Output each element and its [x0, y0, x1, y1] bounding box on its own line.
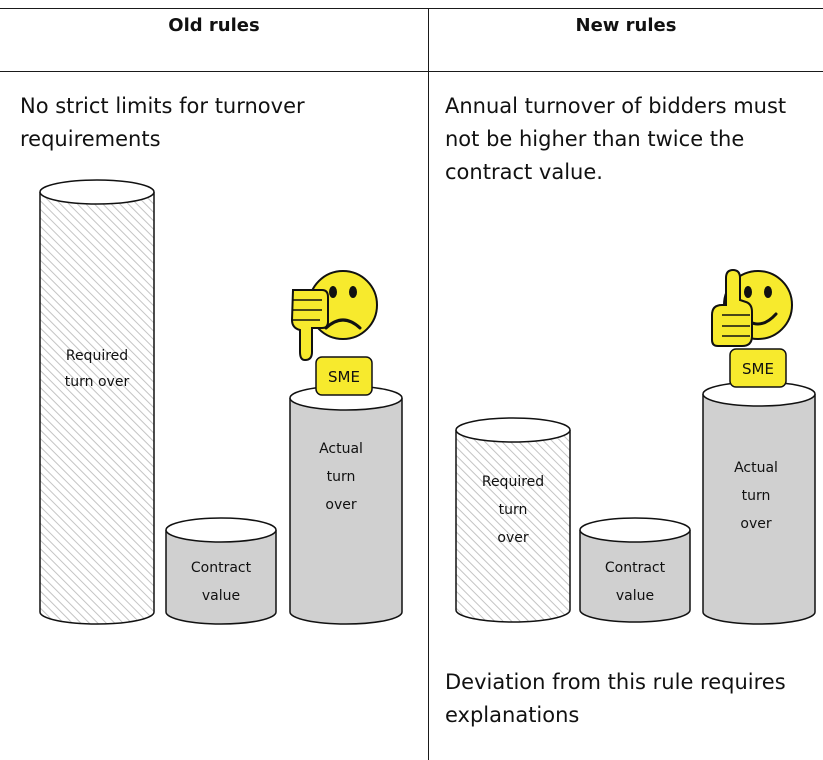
left-sme-badge: SME: [315, 356, 373, 396]
new-rules-footer: Deviation from this rule requires explan…: [445, 670, 786, 727]
right-actual-cylinder: Actual turn over: [702, 381, 816, 625]
left-actual-label-3: over: [325, 497, 356, 513]
right-contract-label-2: value: [616, 588, 654, 604]
right-required-label-2: turn: [499, 502, 528, 518]
right-required-label-3: over: [497, 530, 528, 546]
right-sme-label: SME: [742, 360, 774, 378]
left-sme-label: SME: [328, 368, 360, 386]
left-contract-label-1: Contract: [191, 560, 252, 576]
new-rules-header: New rules: [575, 15, 677, 36]
header-rule: [0, 71, 823, 72]
right-actual-label-3: over: [740, 516, 771, 532]
column-divider: [428, 8, 429, 760]
left-actual-cylinder: Actual turn over: [289, 385, 403, 625]
right-sme-badge: SME: [729, 348, 787, 388]
left-contract-cylinder: Contract value: [165, 517, 277, 625]
new-rules-intro: Annual turnover of bidders must not be h…: [445, 94, 787, 184]
left-required-label-2: turn over: [65, 374, 130, 390]
thumbs-up-happy-face-icon: [711, 268, 793, 347]
left-actual-label-1: Actual: [319, 441, 363, 457]
left-actual-label-2: turn: [327, 469, 356, 485]
left-contract-label-2: value: [202, 588, 240, 604]
thumbs-down-sad-face-icon: [290, 270, 378, 362]
right-contract-cylinder: Contract value: [579, 517, 691, 623]
old-rules-header: Old rules: [168, 15, 260, 36]
right-contract-label-1: Contract: [605, 560, 666, 576]
right-actual-label-1: Actual: [734, 460, 778, 476]
top-rule: [0, 8, 823, 9]
right-required-cylinder: Required turn over: [455, 417, 571, 623]
left-required-cylinder: Required turn over: [39, 179, 155, 625]
old-rules-intro: No strict limits for turnover requiremen…: [20, 94, 305, 151]
right-required-label-1: Required: [482, 474, 544, 490]
left-required-label-1: Required: [66, 348, 128, 364]
right-actual-label-2: turn: [742, 488, 771, 504]
